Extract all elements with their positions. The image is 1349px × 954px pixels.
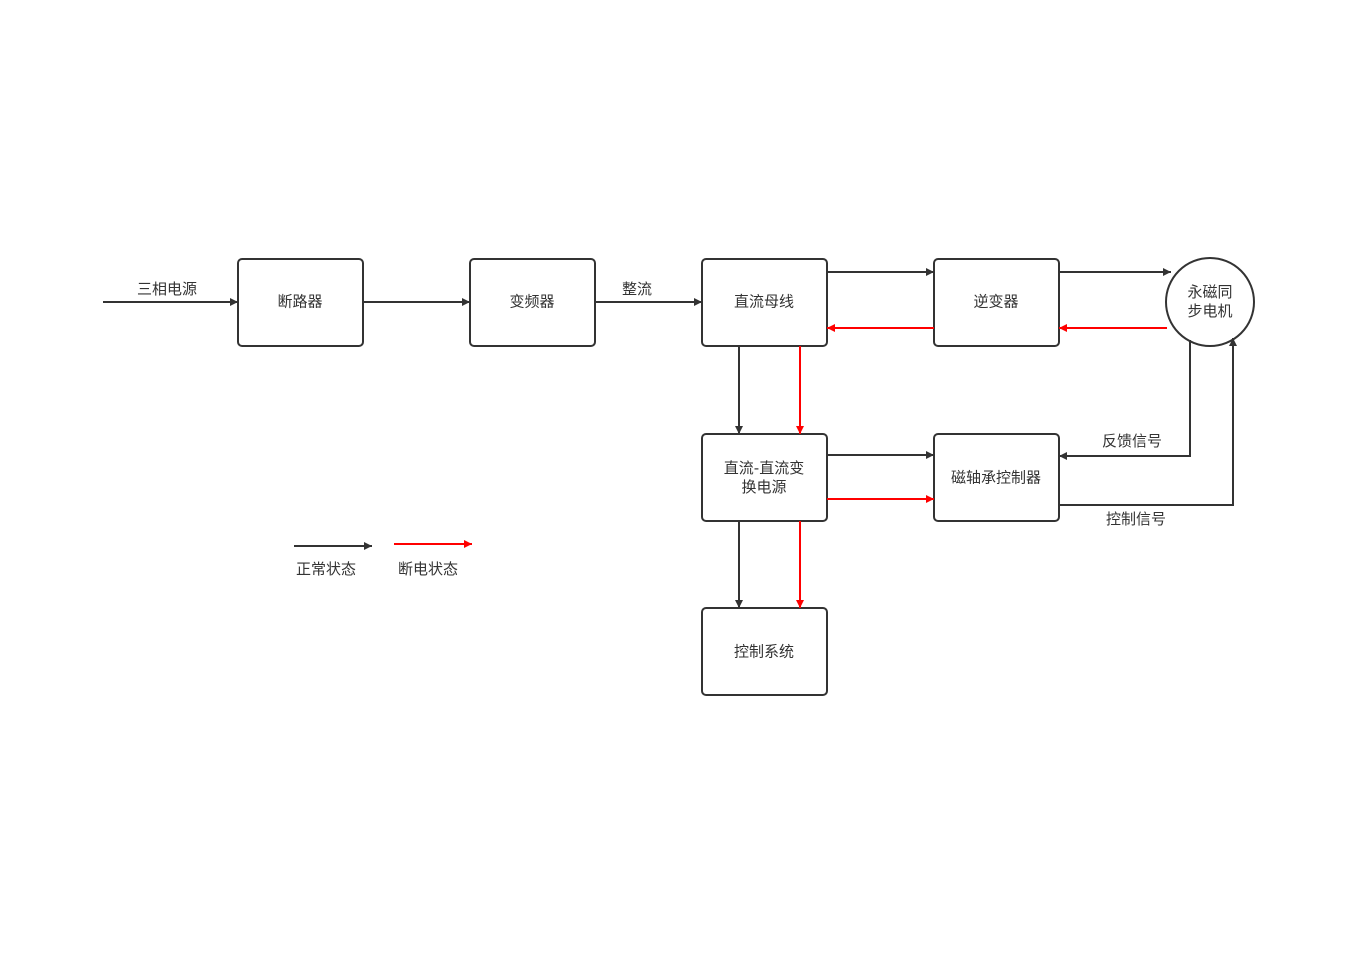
rectify-label: 整流: [622, 280, 653, 298]
breaker-label: 断路器: [277, 292, 323, 311]
legend-normal-label: 正常状态: [296, 560, 357, 578]
legend-power-off-label: 断电状态: [398, 560, 459, 578]
bearing-ctrl-box: [933, 433, 1060, 522]
dc-bus-label: 直流母线: [733, 292, 795, 311]
control-signal-label: 控制信号: [1106, 510, 1167, 528]
arrow-feedback-signal: [1059, 340, 1191, 460]
vfd-label: 变频器: [509, 292, 555, 311]
inverter-label: 逆变器: [973, 292, 1019, 311]
pmsm-label: 永磁同 步电机: [1187, 283, 1233, 320]
dcdc-box: [701, 433, 828, 522]
arrow-control-signal: [1059, 338, 1237, 506]
bearing-ctrl-label: 磁轴承控制器: [950, 468, 1042, 487]
ctrl-system-label: 控制系统: [733, 642, 795, 661]
ctrl-system-box: [701, 607, 828, 696]
inverter-box: [933, 258, 1060, 347]
pmsm-circle: [1165, 257, 1255, 347]
feedback-signal-label: 反馈信号: [1102, 432, 1163, 450]
three-phase-label: 三相电源: [137, 280, 198, 298]
dcdc-label: 直流-直流变 换电源: [723, 459, 805, 496]
